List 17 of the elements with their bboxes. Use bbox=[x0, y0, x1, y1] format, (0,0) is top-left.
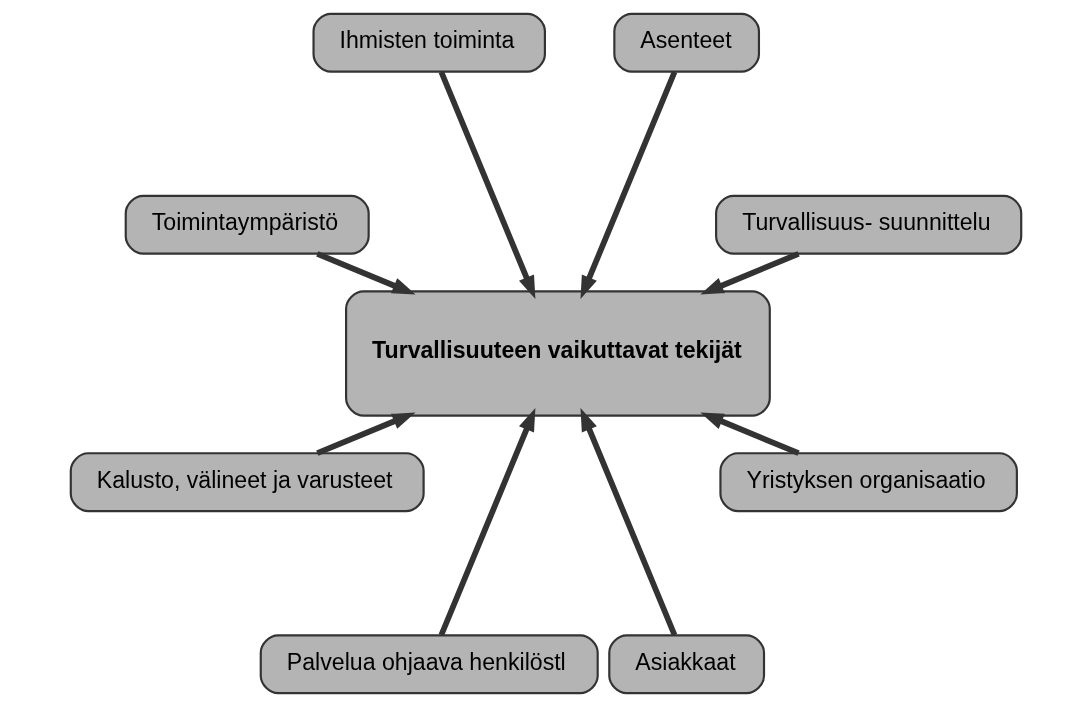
arrow bbox=[438, 407, 536, 637]
node-box: Yristyksen organisaatio bbox=[719, 452, 1018, 513]
node-box: Turvallisuuteen vaikuttavat tekijät bbox=[345, 290, 771, 417]
arrow bbox=[580, 70, 678, 300]
node-box: Ihmisten toiminta bbox=[312, 12, 546, 73]
node-box: Asenteet bbox=[613, 12, 761, 73]
arrow bbox=[438, 70, 536, 300]
node-box: Turvallisuus- suunnittelu bbox=[715, 194, 1023, 255]
arrow bbox=[316, 251, 416, 295]
arrow bbox=[700, 412, 800, 456]
arrow bbox=[316, 412, 416, 456]
arrow bbox=[580, 407, 678, 637]
node-box: Kalusto, välineet ja varusteet bbox=[69, 452, 425, 513]
node-box: Palvelua ohjaava henkilöstl bbox=[259, 634, 599, 695]
node-box: Asiakkaat bbox=[608, 634, 766, 695]
node-box: Toimintaympäristö bbox=[124, 194, 370, 255]
arrow bbox=[700, 251, 800, 295]
